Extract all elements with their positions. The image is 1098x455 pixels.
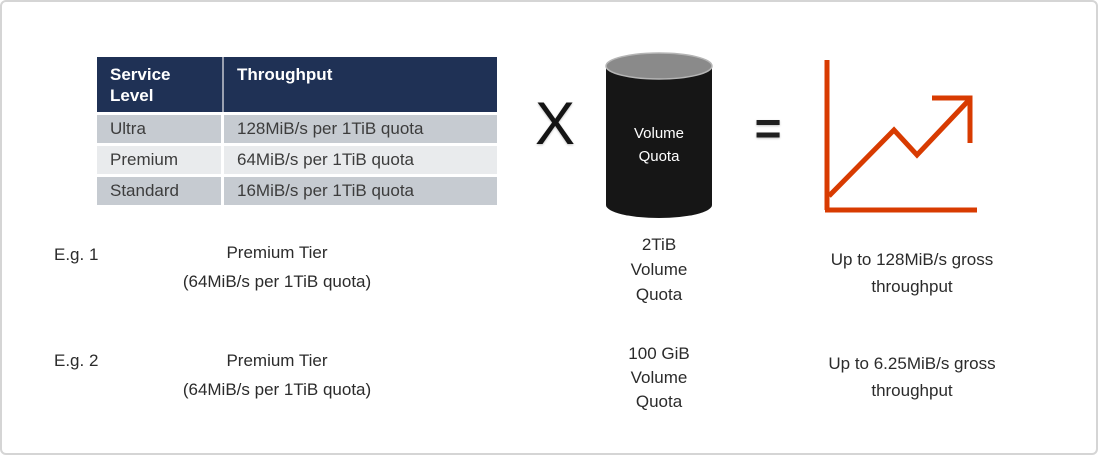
table-row-premium: Premium 64MiB/s per 1TiB quota (97, 146, 497, 174)
volume-quota-cylinder-icon: Volume Quota (605, 52, 713, 220)
table-row-standard: Standard 16MiB/s per 1TiB quota (97, 177, 497, 205)
header-service-level: Service Level (97, 57, 224, 112)
example-2-tier-line1: Premium Tier (226, 351, 328, 370)
example-2-tier: Premium Tier (64MiB/s per 1TiB quota) (117, 346, 437, 404)
example-1-quota-line1: 2TiB (641, 235, 677, 254)
example-1-quota-line3: Quota (635, 285, 683, 304)
example-1-tier-line2: (64MiB/s per 1TiB quota) (182, 272, 372, 291)
cell-throughput: 128MiB/s per 1TiB quota (237, 119, 424, 138)
example-1-result-line1: Up to 128MiB/s gross (830, 250, 994, 269)
example-2-tier-line2: (64MiB/s per 1TiB quota) (182, 380, 372, 399)
header-throughput: Throughput (237, 65, 333, 84)
cell-service-level: Premium (97, 146, 224, 174)
example-2-result-line2: throughput (871, 381, 953, 400)
throughput-chart-icon (815, 52, 985, 217)
example-1-label: E.g. 1 (54, 245, 99, 264)
multiply-symbol: X (534, 90, 576, 157)
table-row-ultra: Ultra 128MiB/s per 1TiB quota (97, 115, 497, 143)
cylinder-icon (605, 52, 713, 218)
example-2-quota-line3: Quota (635, 392, 683, 411)
example-1-quota: 2TiB Volume Quota (599, 232, 719, 307)
example-1-tier-line1: Premium Tier (226, 243, 328, 262)
example-2-result-line1: Up to 6.25MiB/s gross (828, 354, 996, 373)
table-header-row: Service Level Throughput (97, 57, 497, 112)
example-2-quota-line1: 100 GiB (628, 344, 690, 363)
example-1-result: Up to 128MiB/s gross throughput (787, 246, 1037, 300)
cylinder-label-line2: Quota (638, 148, 680, 165)
example-1-result-line2: throughput (871, 277, 953, 296)
cell-throughput: 16MiB/s per 1TiB quota (237, 181, 415, 200)
equals-symbol: = (754, 102, 782, 154)
line-chart-icon (824, 60, 977, 213)
example-1-quota-line2: Volume (630, 260, 688, 279)
cell-service-level: Ultra (97, 115, 224, 143)
example-2-quota: 100 GiB Volume Quota (599, 342, 719, 414)
example-2-label: E.g. 2 (54, 351, 99, 370)
example-1-tier: Premium Tier (64MiB/s per 1TiB quota) (117, 238, 437, 296)
cylinder-label: Volume Quota (605, 122, 713, 168)
cylinder-label-line1: Volume (633, 125, 685, 142)
example-2-quota-line2: Volume (630, 368, 688, 387)
service-level-table: Service Level Throughput Ultra 128MiB/s … (97, 57, 497, 205)
cell-throughput: 64MiB/s per 1TiB quota (237, 150, 415, 169)
cell-service-level: Standard (97, 177, 224, 205)
example-2-result: Up to 6.25MiB/s gross throughput (787, 350, 1037, 404)
